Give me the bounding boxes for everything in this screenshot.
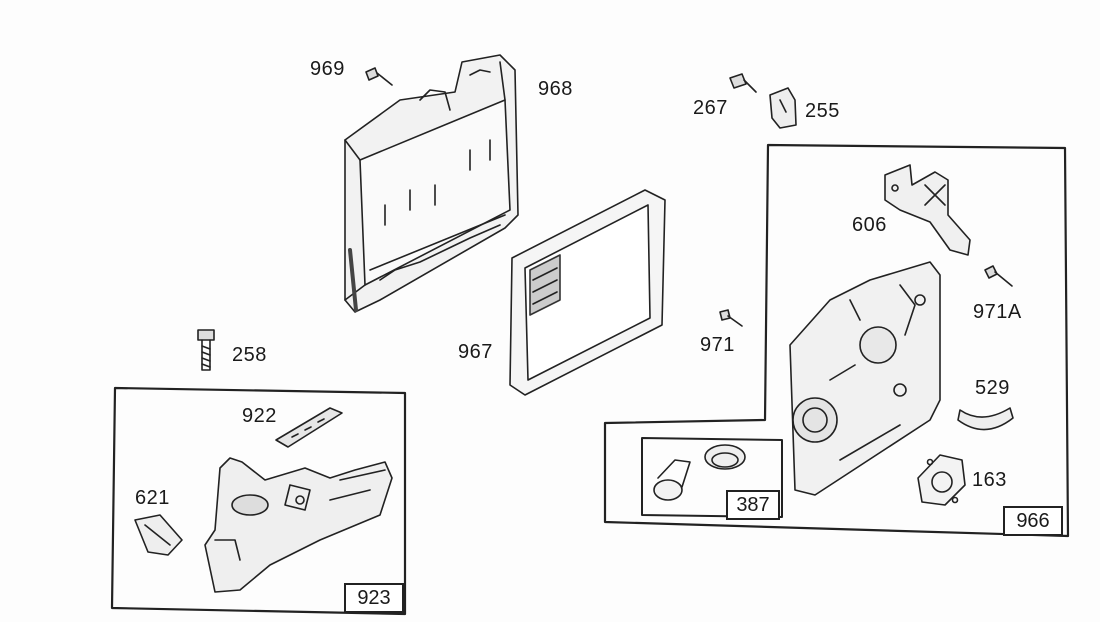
label-971: 971 bbox=[700, 334, 735, 356]
label-968: 968 bbox=[538, 78, 573, 100]
label-529: 529 bbox=[975, 377, 1010, 399]
label-606: 606 bbox=[852, 214, 887, 236]
box-label-387: 387 bbox=[726, 490, 780, 520]
label-258: 258 bbox=[232, 344, 267, 366]
gasket-163 bbox=[917, 454, 966, 506]
label-967: 967 bbox=[458, 341, 493, 363]
clip-255 bbox=[769, 87, 797, 129]
parts-387 bbox=[653, 444, 746, 501]
label-163: 163 bbox=[972, 469, 1007, 491]
label-267: 267 bbox=[693, 97, 728, 119]
label-621: 621 bbox=[135, 487, 170, 509]
group-387-frame bbox=[641, 437, 783, 518]
screw-267 bbox=[729, 73, 757, 93]
bracket-606 bbox=[884, 164, 971, 256]
governor-bracket-assembly bbox=[204, 457, 393, 593]
tube-529 bbox=[957, 407, 1014, 431]
label-922: 922 bbox=[242, 405, 277, 427]
group-966-frame bbox=[603, 143, 1070, 538]
label-255: 255 bbox=[805, 100, 840, 122]
screw-969 bbox=[365, 67, 393, 86]
carburetor-body bbox=[789, 261, 941, 496]
filter-element-967 bbox=[509, 189, 666, 396]
group-923-frame bbox=[110, 386, 407, 616]
air-cleaner-base-968 bbox=[344, 54, 519, 313]
part-922 bbox=[275, 407, 343, 448]
screw-971 bbox=[719, 309, 743, 327]
label-969: 969 bbox=[310, 58, 345, 80]
label-971A: 971A bbox=[973, 301, 1022, 323]
screw-971A bbox=[984, 265, 1013, 287]
bolt-258 bbox=[197, 329, 215, 371]
box-label-923: 923 bbox=[344, 583, 404, 613]
clip-621 bbox=[134, 514, 183, 556]
box-label-966: 966 bbox=[1003, 506, 1063, 536]
